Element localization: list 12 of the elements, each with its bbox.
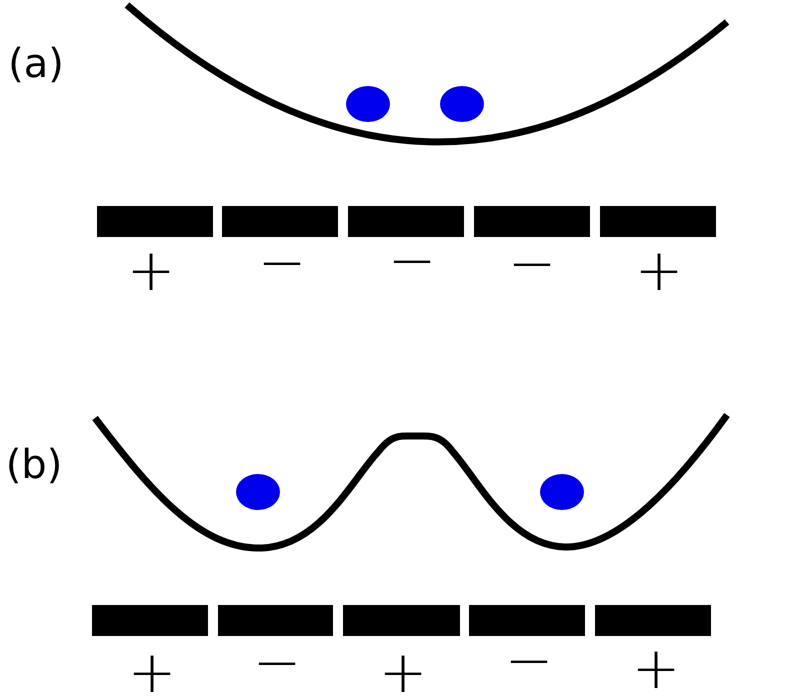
charge-sign: − [508, 234, 556, 292]
charge-sign: + [634, 241, 684, 299]
charge-sign: + [128, 643, 176, 696]
panel-label: (a) [8, 44, 64, 84]
charge-sign: − [388, 231, 436, 289]
charge-sign: + [126, 241, 176, 299]
charge-sign: − [504, 631, 554, 689]
charge-sign: − [252, 633, 302, 691]
charge-sign: − [258, 233, 306, 291]
panel-label: (b) [6, 445, 62, 485]
charge-sign: + [632, 639, 680, 696]
charge-sign: + [378, 643, 428, 696]
